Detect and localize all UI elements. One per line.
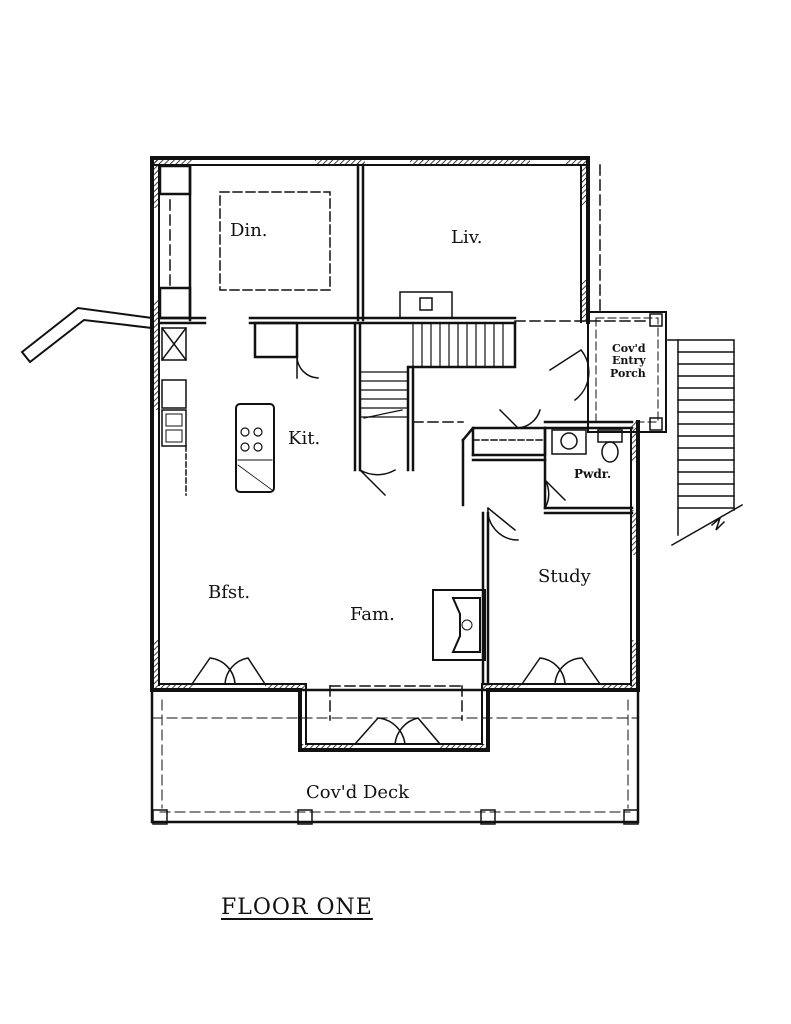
wall-hatching (152, 158, 639, 751)
exterior-stairs (667, 339, 744, 547)
room-label-porch-2: Entry (612, 354, 646, 367)
exterior-ramp (20, 306, 154, 364)
room-label-covd-deck: Cov'd Deck (306, 782, 410, 803)
fam-fireplace (432, 589, 486, 661)
door-swings (190, 348, 602, 746)
covered-deck (150, 688, 640, 825)
room-label-din: Din. (230, 220, 268, 241)
room-label-porch-1: Cov'd (612, 342, 646, 355)
kitchen-counters (160, 326, 188, 496)
room-label-liv: Liv. (451, 227, 482, 248)
dining-ceiling-outline (219, 191, 331, 291)
room-label-bfst: Bfst. (208, 582, 250, 603)
room-label-pwdr: Pwdr. (574, 467, 611, 481)
interior-walls (158, 163, 634, 686)
liv-hearth (399, 291, 453, 319)
entry-porch (587, 311, 667, 433)
plan-caption: FLOOR ONE (221, 895, 373, 920)
room-label-fam: Fam. (350, 604, 395, 625)
dashed-lines (169, 164, 646, 721)
room-label-kit: Kit. (288, 428, 320, 449)
stairs (359, 322, 504, 419)
room-label-study: Study (538, 566, 592, 587)
room-label-porch-3: Porch (610, 367, 646, 380)
powder-fixtures (472, 429, 623, 463)
kitchen-island (235, 403, 275, 493)
